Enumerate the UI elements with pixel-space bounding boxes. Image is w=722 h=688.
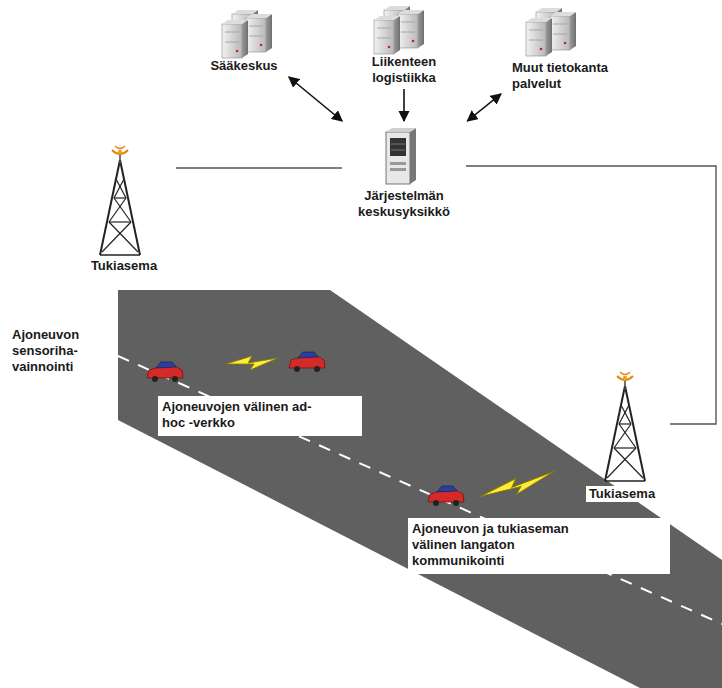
node-label: Tukiasema	[72, 258, 176, 274]
node-label: Tukiasema	[586, 486, 658, 502]
wire-line	[176, 167, 342, 168]
arrow-connector	[289, 77, 342, 121]
wireless-bolt	[226, 356, 278, 370]
icon-node: Tukiasema	[574, 372, 670, 502]
server-icon	[222, 10, 272, 58]
car-icon	[428, 486, 464, 506]
road-centerline	[118, 356, 722, 624]
road	[118, 290, 722, 688]
icon-node: Tukiasema	[72, 146, 176, 274]
wireless-bolt	[478, 469, 557, 503]
node-label: Sääkeskus	[190, 58, 298, 74]
server-icon	[526, 8, 576, 56]
car-icon	[289, 352, 325, 372]
icon-node: Liikenteen logistiikka	[345, 4, 463, 86]
text-box: Ajoneuvon ja tukiaseman välinen langaton…	[408, 518, 670, 574]
text-box: Ajoneuvon sensoriha- vainnointi	[8, 324, 116, 380]
node-label: Ajoneuvojen välinen ad-hoc -verkko	[162, 399, 327, 431]
wire-line	[466, 166, 716, 424]
node-label: Ajoneuvon sensoriha- vainnointi	[12, 327, 102, 375]
car-icon	[147, 362, 183, 382]
central-unit-icon	[386, 128, 416, 184]
node-label: Liikenteen logistiikka	[345, 54, 463, 86]
text-box: Ajoneuvojen välinen ad-hoc -verkko	[158, 396, 362, 436]
server-icon	[374, 6, 424, 54]
icon-node: Sääkeskus	[190, 6, 298, 74]
arrow-connector	[403, 89, 405, 121]
node-label: Ajoneuvon ja tukiaseman välinen langaton…	[412, 521, 597, 569]
icon-node: Muut tietokanta palvelut	[504, 4, 612, 92]
node-label: Järjestelmän keskusyksikkö	[342, 188, 466, 220]
node-label: Muut tietokanta palvelut	[512, 60, 612, 92]
tower-icon	[100, 146, 140, 255]
tower-icon	[605, 372, 645, 481]
icon-node: Järjestelmän keskusyksikkö	[342, 124, 466, 220]
arrow-connector	[467, 94, 501, 121]
